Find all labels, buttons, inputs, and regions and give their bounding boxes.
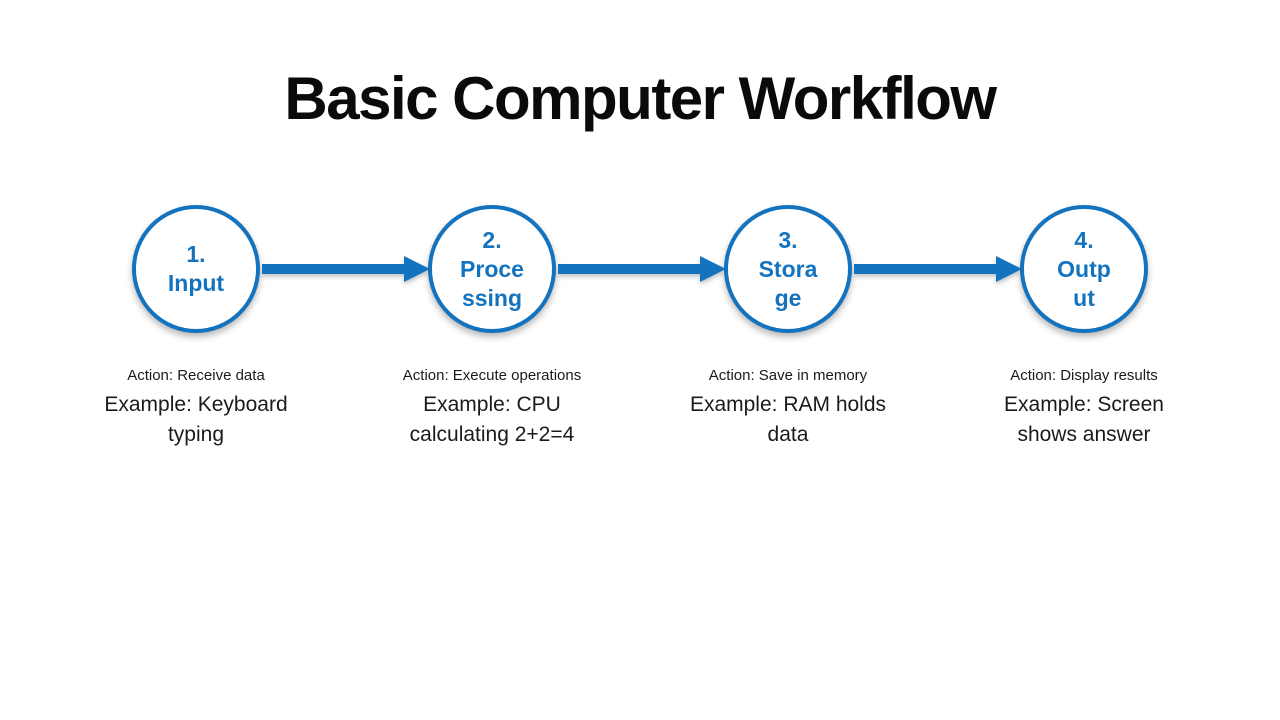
- stage-action-text: Action: Receive data: [127, 367, 265, 384]
- stage-processing: 2. Proce ssing Action: Execute operation…: [344, 205, 640, 450]
- arrow-right-icon: [854, 256, 1022, 282]
- stage-circle-label: 1. Input: [167, 241, 225, 296]
- stage-action-text: Action: Save in memory: [708, 367, 868, 384]
- stage-caption-output: Action: Display results Example: Screen …: [1004, 366, 1164, 450]
- stage-example-text: Example: Screen shows answer: [1004, 393, 1164, 446]
- stage-caption-processing: Action: Execute operations Example: CPU …: [403, 366, 581, 450]
- stage-circle-label: 4. Outp ut: [1057, 226, 1111, 311]
- arrow-head: [404, 256, 430, 282]
- stage-input: 1. Input Action: Receive data Example: K…: [48, 205, 344, 450]
- stage-storage: 3. Stora ge Action: Save in memory Examp…: [640, 205, 936, 450]
- arrow-head: [700, 256, 726, 282]
- stage-example-text: Example: Keyboard typing: [104, 393, 288, 446]
- arrow-shaft: [854, 264, 999, 274]
- stage-circle-input: 1. Input: [132, 205, 260, 333]
- slide-title: Basic Computer Workflow: [284, 65, 997, 132]
- stage-example-text: Example: CPU calculating 2+2=4: [409, 393, 575, 446]
- stage-circle-label: 3. Stora ge: [758, 226, 818, 311]
- stage-circle-output: 4. Outp ut: [1020, 205, 1148, 333]
- arrow-right-icon: [558, 256, 726, 282]
- stage-circle-storage: 3. Stora ge: [724, 205, 852, 333]
- stage-example-text: Example: RAM holds data: [689, 393, 887, 446]
- arrow-shaft: [558, 264, 703, 274]
- stage-output: 4. Outp ut Action: Display results Examp…: [936, 205, 1232, 450]
- stage-caption-input: Action: Receive data Example: Keyboard t…: [104, 366, 287, 450]
- stage-action-text: Action: Display results: [1010, 367, 1158, 384]
- arrow-head: [996, 256, 1022, 282]
- stage-circle-label: 2. Proce ssing: [460, 226, 524, 311]
- arrow-shaft: [262, 264, 407, 274]
- arrow-right-icon: [262, 256, 430, 282]
- stage-action-text: Action: Execute operations: [402, 367, 582, 384]
- stage-caption-storage: Action: Save in memory Example: RAM hold…: [690, 366, 886, 450]
- stage-circle-processing: 2. Proce ssing: [428, 205, 556, 333]
